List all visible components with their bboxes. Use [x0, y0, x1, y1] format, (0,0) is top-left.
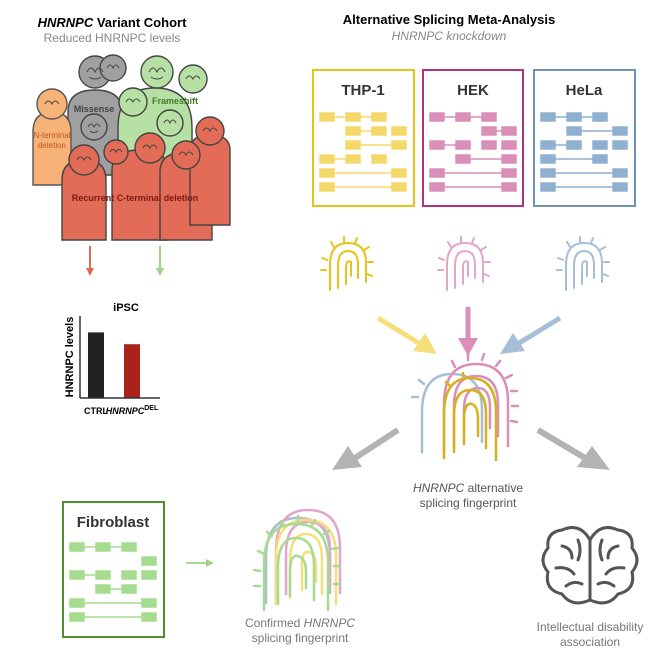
fingerprint-icon-thp1: [320, 236, 374, 291]
cell-line-hek: HEK: [422, 69, 524, 207]
confirmed-caption-line2: splicing fingerprint: [252, 631, 349, 645]
cell-line-label-hek: HEK: [457, 82, 489, 99]
bar-ctrl: [88, 332, 104, 398]
fibroblast-title: Fibroblast: [77, 514, 150, 531]
ipsc-bar-chart: iPSC HNRNPC levels CTRL HNRNPCDEL: [64, 302, 160, 416]
patient-groups: Missense Frameshift N-terminal deletion …: [32, 54, 231, 241]
cohort-subtitle: Reduced HNRNPC levels: [44, 31, 181, 45]
nterminal-group: [32, 88, 72, 186]
confirmed-fingerprint-icon: [252, 508, 342, 612]
converging-arrows: [376, 307, 562, 356]
meta-analysis-subtitle: HNRNPC knockdown: [392, 29, 507, 43]
missense-label: Missense: [74, 104, 115, 114]
fibroblast-panel: Fibroblast: [62, 501, 165, 638]
fingerprint-icon-hek: [437, 236, 491, 291]
cell-line-thp1: THP-1: [312, 69, 415, 207]
cohort-title: HNRNPC Variant Cohort: [38, 15, 187, 30]
fingerprint-caption-line1: HNRNPC alternative: [413, 481, 523, 495]
chart-x-label-ctrl: CTRL: [84, 406, 108, 416]
frameshift-label: Frameshift: [152, 96, 198, 106]
cterminal-label: Recurrent C-terminal deletion: [72, 193, 199, 203]
cterminal-group: [61, 116, 231, 241]
chart-title: iPSC: [113, 302, 139, 314]
chart-y-label: HNRNPC levels: [64, 317, 76, 398]
gray-diverging-arrows: [332, 427, 610, 470]
meta-analysis-title: Alternative Splicing Meta-Analysis: [343, 12, 555, 27]
outcome-line2: association: [560, 635, 620, 649]
cell-line-label-thp1: THP-1: [341, 82, 384, 99]
fingerprint-icon-hela: [556, 236, 610, 291]
cell-line-label-hela: HeLa: [566, 82, 603, 99]
cell-line-hela: HeLa: [533, 69, 636, 207]
confirmed-caption-line1: Confirmed HNRNPC: [245, 616, 355, 630]
nterminal-label-1: N-terminal: [34, 131, 71, 140]
brain-icon: [541, 526, 639, 605]
outcome-line1: Intellectual disability: [537, 620, 644, 634]
bar-del: [124, 344, 140, 398]
chart-x-label-del: HNRNPCDEL: [106, 405, 159, 416]
brain-icons-small: [44, 64, 218, 161]
combined-fingerprint-icon: [410, 352, 520, 462]
fingerprint-caption-line2: splicing fingerprint: [420, 496, 517, 510]
nterminal-label-2: deletion: [38, 141, 66, 150]
